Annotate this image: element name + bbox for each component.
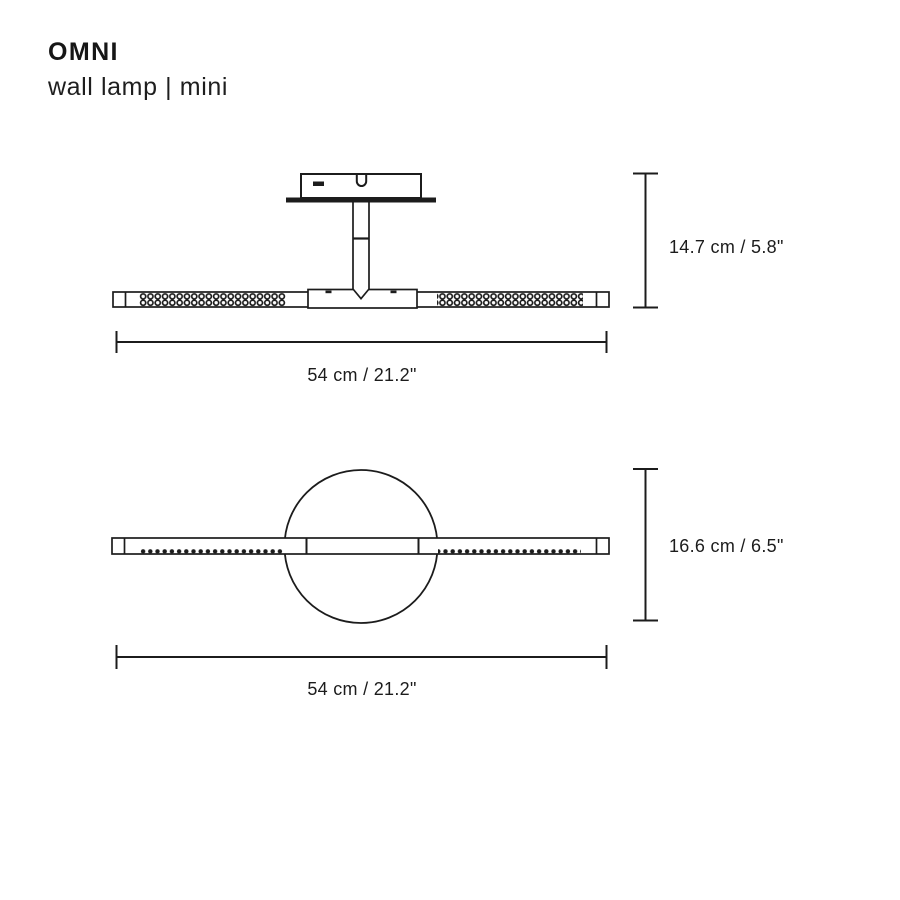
front-view: [111, 468, 658, 669]
mounting-box-slot: [313, 181, 324, 186]
center-section-tick-left: [325, 290, 332, 294]
side-width-label: 54 cm / 21.2": [307, 365, 417, 385]
side-height-label: 14.7 cm / 5.8": [669, 237, 784, 257]
front-dot-row-left: [139, 548, 283, 555]
front-height-label: 16.6 cm / 6.5": [669, 536, 784, 556]
stem: [352, 202, 370, 301]
side-height-dimension: [633, 172, 658, 309]
wall-plate: [286, 197, 436, 203]
front-width-label: 54 cm / 21.2": [307, 679, 417, 699]
side-perforations-right: [437, 292, 583, 307]
side-perforations-left: [139, 292, 286, 307]
product-subtitle: wall lamp | mini: [48, 73, 229, 101]
center-section-tick-right: [390, 290, 397, 294]
title-block: OMNI wall lamp | mini: [48, 38, 229, 101]
brand-title: OMNI: [48, 38, 119, 66]
front-height-dimension: [633, 468, 658, 622]
front-width-dimension: [115, 645, 608, 669]
side-width-dimension: [115, 331, 608, 353]
side-view: [112, 172, 658, 353]
keyhole-slot: [355, 174, 368, 187]
front-dot-row-right: [438, 548, 581, 555]
